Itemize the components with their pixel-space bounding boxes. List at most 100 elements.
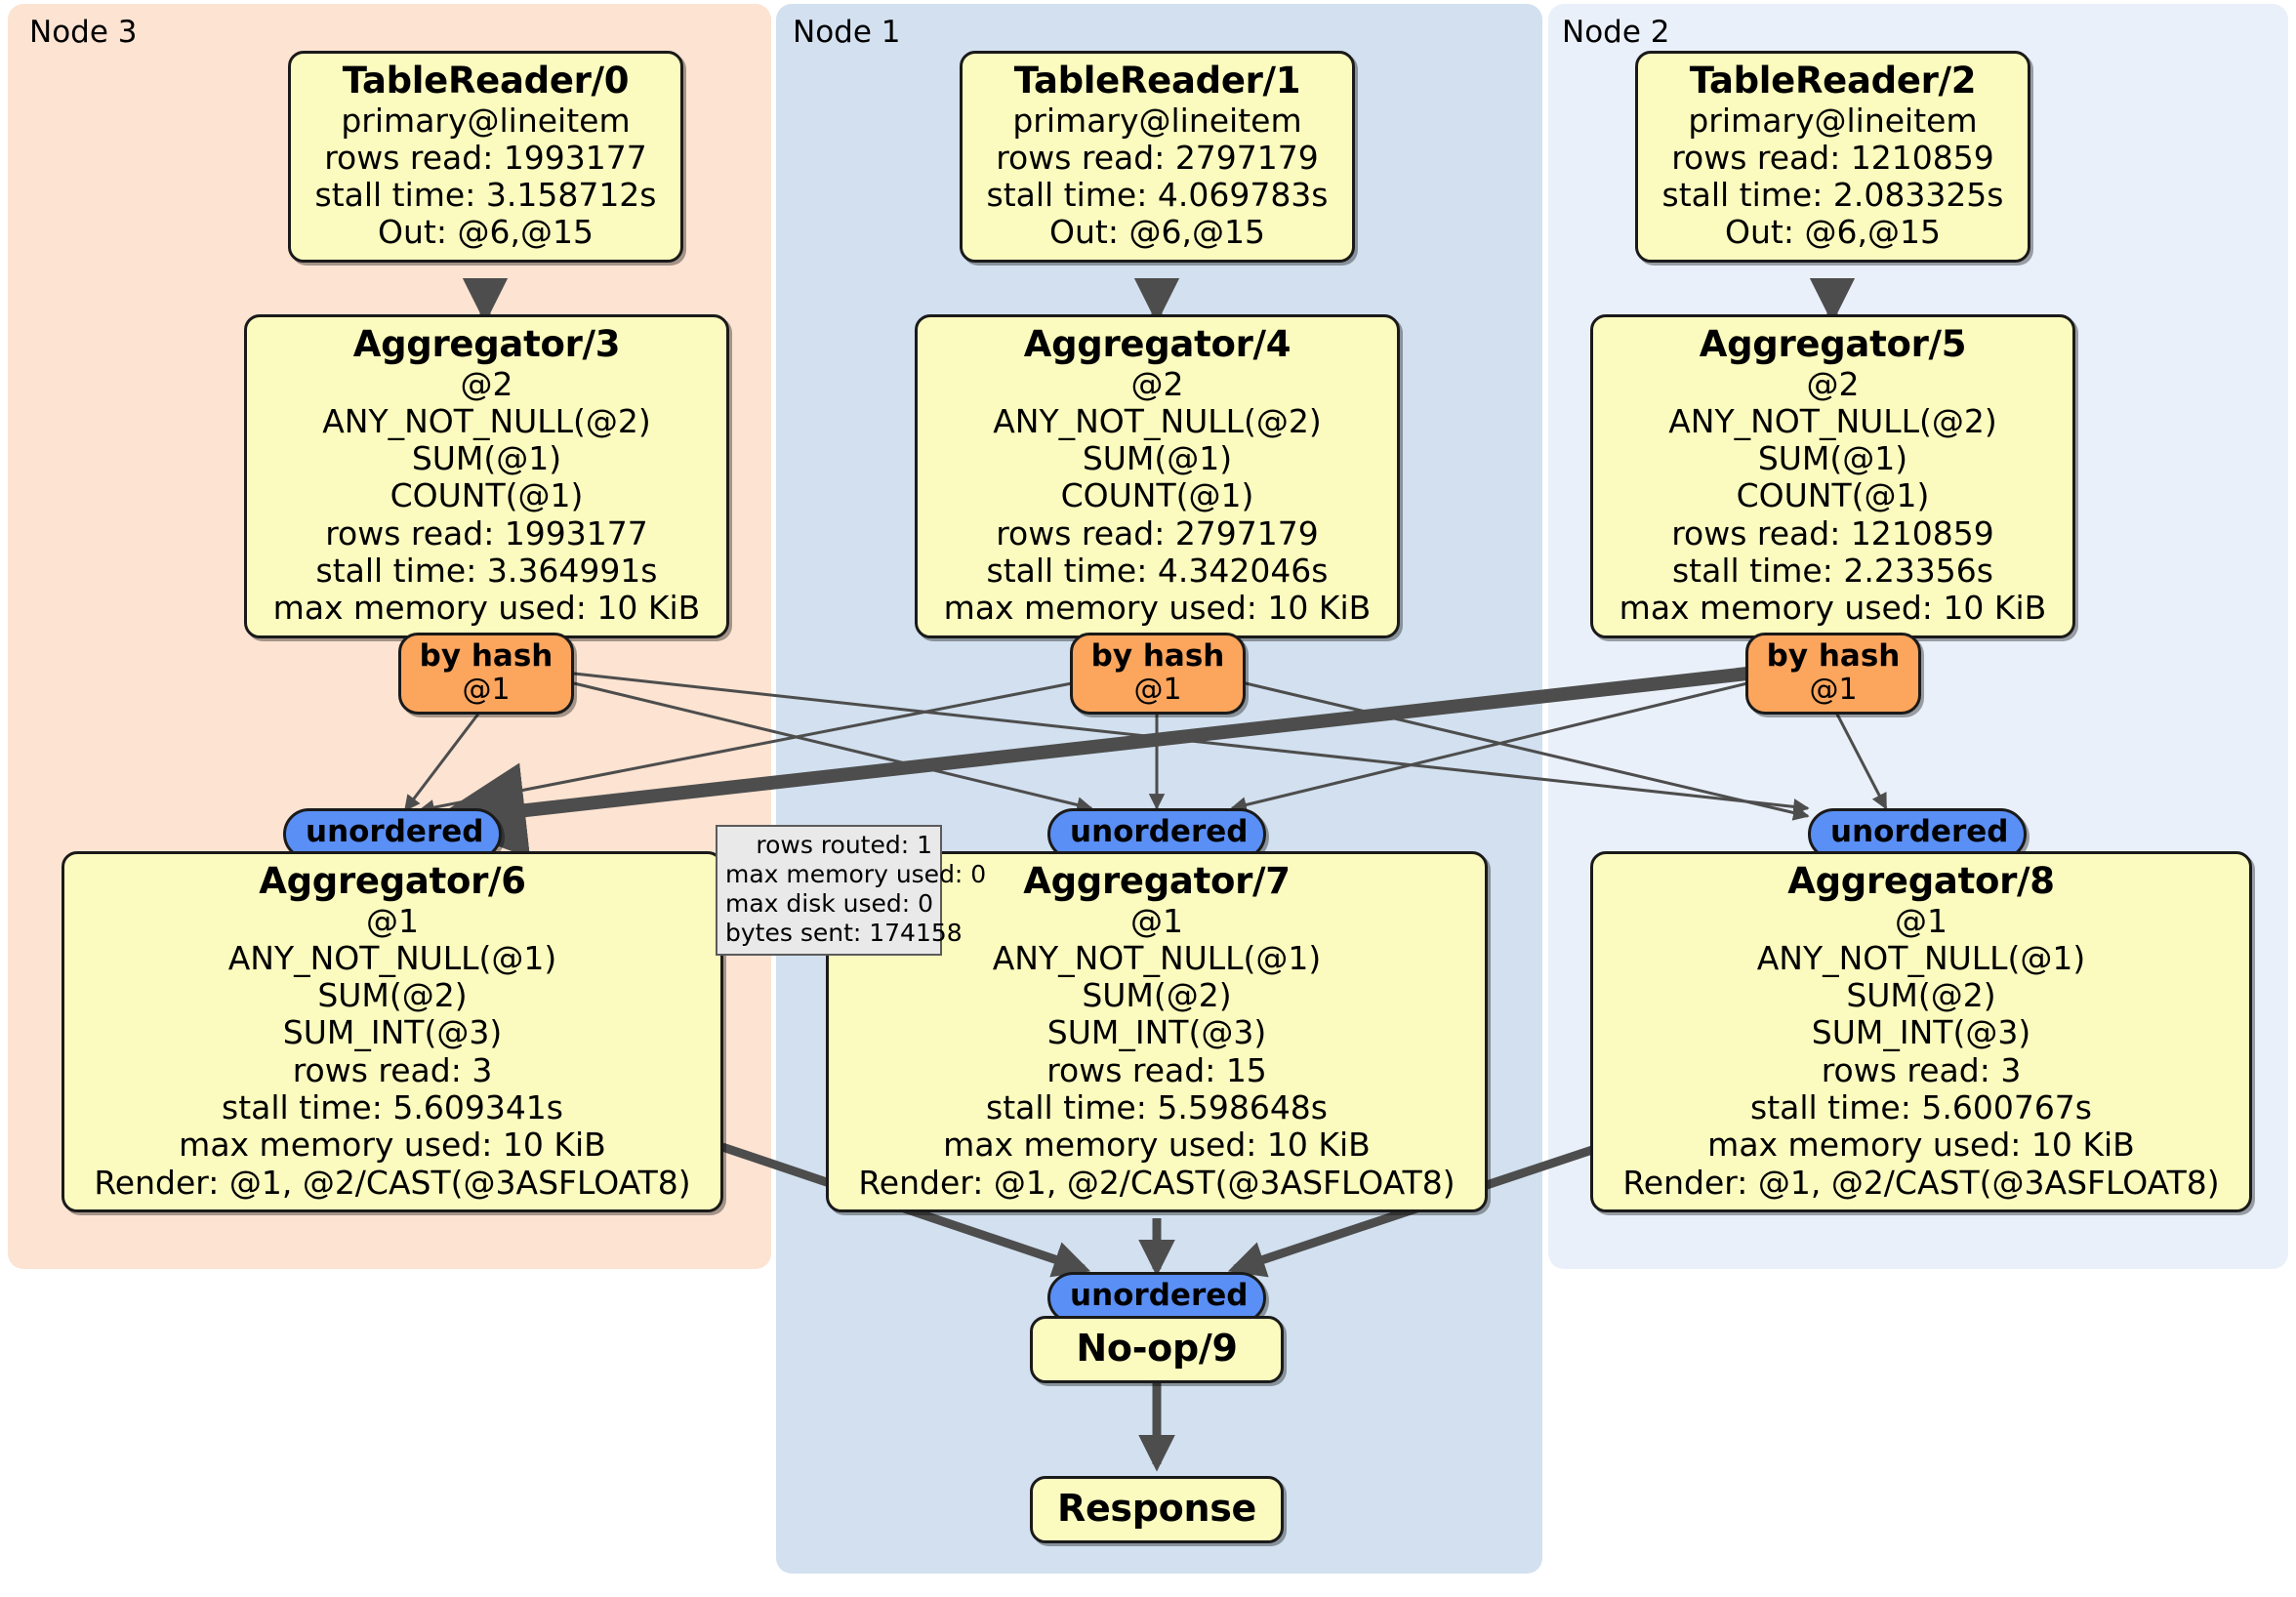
node-detail-line: SUM(@2) bbox=[1846, 976, 1996, 1015]
node-detail-line: ANY_NOT_NULL(@2) bbox=[322, 401, 651, 440]
receiver-label: unordered bbox=[1070, 1278, 1249, 1313]
node-response[interactable]: Response bbox=[1030, 1476, 1284, 1543]
router-label: by hash bbox=[419, 638, 554, 674]
node-detail-line: @1 bbox=[1130, 901, 1183, 940]
node-detail-line: Render: @1, @2/CAST(@3ASFLOAT8) bbox=[94, 1163, 691, 1202]
node-detail-line: rows read: 15 bbox=[1046, 1050, 1267, 1089]
node-detail-line: @2 bbox=[1806, 364, 1860, 403]
node-detail-line: rows read: 3 bbox=[1821, 1050, 2022, 1089]
stats-line: rows routed: 1 bbox=[756, 831, 932, 859]
router-by-hash-right[interactable]: by hash @1 bbox=[1745, 633, 1921, 716]
node-aggregator-3[interactable]: Aggregator/3 @2 ANY_NOT_NULL(@2) SUM(@1)… bbox=[244, 314, 729, 638]
node-detail-line: max memory used: 10 KiB bbox=[943, 589, 1372, 628]
node-title: TableReader/2 bbox=[1689, 60, 1977, 102]
node-title: Aggregator/3 bbox=[352, 323, 621, 365]
node-aggregator-7[interactable]: Aggregator/7 @1 ANY_NOT_NULL(@1) SUM(@2)… bbox=[826, 851, 1488, 1212]
node-title: Response bbox=[1056, 1487, 1256, 1530]
receiver-unordered-final[interactable]: unordered bbox=[1047, 1272, 1266, 1324]
node-detail-line: max memory used: 10 KiB bbox=[1707, 1126, 2135, 1165]
node-detail-line: max memory used: 10 KiB bbox=[1619, 589, 2047, 628]
node-detail-line: max memory used: 10 KiB bbox=[943, 1126, 1371, 1165]
stats-line: max disk used: 0 bbox=[725, 889, 934, 918]
node-title: Aggregator/8 bbox=[1787, 860, 2055, 902]
node-aggregator-6[interactable]: Aggregator/6 @1 ANY_NOT_NULL(@1) SUM(@2)… bbox=[62, 851, 723, 1212]
node-detail-line: SUM(@1) bbox=[411, 439, 562, 478]
node-detail-line: stall time: 4.342046s bbox=[986, 551, 1329, 590]
node-detail-line: SUM_INT(@3) bbox=[1046, 1013, 1267, 1052]
node-detail-line: ANY_NOT_NULL(@2) bbox=[1668, 401, 1997, 440]
router-column: @1 bbox=[462, 672, 511, 707]
node-detail-line: rows read: 1993177 bbox=[324, 138, 647, 177]
node-detail-line: stall time: 4.069783s bbox=[986, 176, 1329, 215]
node-detail-line: primary@lineitem bbox=[1012, 101, 1302, 140]
receiver-unordered-right[interactable]: unordered bbox=[1808, 808, 2027, 860]
node-detail-line: primary@lineitem bbox=[341, 101, 631, 140]
node-detail-line: stall time: 3.158712s bbox=[314, 176, 657, 215]
node-detail-line: COUNT(@1) bbox=[390, 476, 584, 515]
node-detail-line: @1 bbox=[366, 901, 419, 940]
node-title: Aggregator/6 bbox=[259, 860, 526, 902]
node-detail-line: @1 bbox=[1895, 901, 1948, 940]
receiver-label: unordered bbox=[1070, 814, 1249, 849]
node-title: No-op/9 bbox=[1076, 1327, 1238, 1370]
router-label: by hash bbox=[1090, 638, 1225, 674]
router-column: @1 bbox=[1133, 672, 1182, 707]
node-title: Aggregator/7 bbox=[1023, 860, 1291, 902]
node-detail-line: COUNT(@1) bbox=[1736, 476, 1930, 515]
stats-line: max memory used: 0 bbox=[725, 860, 987, 888]
node-detail-line: SUM(@2) bbox=[1082, 976, 1232, 1015]
node-detail-line: rows read: 1993177 bbox=[325, 513, 648, 553]
node-detail-line: stall time: 2.23356s bbox=[1671, 551, 1993, 590]
node-detail-line: stall time: 5.598648s bbox=[986, 1087, 1328, 1126]
node-detail-line: ANY_NOT_NULL(@2) bbox=[993, 401, 1322, 440]
cluster-label-node-3: Node 3 bbox=[29, 15, 138, 50]
node-tablereader-1[interactable]: TableReader/1 primary@lineitem rows read… bbox=[960, 51, 1355, 263]
node-detail-line: SUM(@2) bbox=[317, 976, 468, 1015]
node-detail-line: Render: @1, @2/CAST(@3ASFLOAT8) bbox=[1622, 1163, 2220, 1202]
node-tablereader-2[interactable]: TableReader/2 primary@lineitem rows read… bbox=[1635, 51, 2030, 263]
router-column: @1 bbox=[1809, 672, 1858, 707]
node-detail-line: max memory used: 10 KiB bbox=[179, 1126, 606, 1165]
node-aggregator-5[interactable]: Aggregator/5 @2 ANY_NOT_NULL(@2) SUM(@1)… bbox=[1590, 314, 2075, 638]
node-detail-line: SUM_INT(@3) bbox=[1811, 1013, 2031, 1052]
stats-line: bytes sent: 174158 bbox=[725, 919, 963, 947]
node-detail-line: rows read: 1210859 bbox=[1671, 513, 1994, 553]
node-detail-line: ANY_NOT_NULL(@1) bbox=[992, 938, 1322, 977]
node-detail-line: rows read: 3 bbox=[292, 1050, 493, 1089]
node-detail-line: SUM_INT(@3) bbox=[282, 1013, 503, 1052]
node-title: Aggregator/4 bbox=[1023, 323, 1292, 365]
node-detail-line: ANY_NOT_NULL(@1) bbox=[227, 938, 557, 977]
node-tablereader-0[interactable]: TableReader/0 primary@lineitem rows read… bbox=[288, 51, 683, 263]
node-detail-line: stall time: 3.364991s bbox=[315, 551, 658, 590]
node-detail-line: max memory used: 10 KiB bbox=[272, 589, 701, 628]
stream-stats-box: rows routed: 1 max memory used: 0 max di… bbox=[716, 825, 987, 956]
node-detail-line: Out: @6,@15 bbox=[1725, 213, 1941, 252]
node-detail-line: stall time: 2.083325s bbox=[1661, 176, 2004, 215]
node-aggregator-4[interactable]: Aggregator/4 @2 ANY_NOT_NULL(@2) SUM(@1)… bbox=[915, 314, 1400, 638]
node-aggregator-8[interactable]: Aggregator/8 @1 ANY_NOT_NULL(@1) SUM(@2)… bbox=[1590, 851, 2252, 1212]
receiver-unordered-mid[interactable]: unordered bbox=[1047, 808, 1266, 860]
node-detail-line: @2 bbox=[460, 364, 513, 403]
node-detail-line: SUM(@1) bbox=[1082, 439, 1233, 478]
node-title: Aggregator/5 bbox=[1699, 323, 1967, 365]
node-detail-line: COUNT(@1) bbox=[1060, 476, 1254, 515]
node-detail-line: stall time: 5.609341s bbox=[222, 1087, 563, 1126]
router-by-hash-mid[interactable]: by hash @1 bbox=[1070, 633, 1246, 716]
node-detail-line: rows read: 1210859 bbox=[1671, 138, 1994, 177]
cluster-label-node-1: Node 1 bbox=[793, 15, 901, 50]
node-title: TableReader/0 bbox=[342, 60, 630, 102]
router-by-hash-left[interactable]: by hash @1 bbox=[398, 633, 574, 716]
router-label: by hash bbox=[1766, 638, 1901, 674]
node-no-op-9[interactable]: No-op/9 bbox=[1030, 1316, 1284, 1383]
node-detail-line: ANY_NOT_NULL(@1) bbox=[1756, 938, 2086, 977]
node-detail-line: rows read: 2797179 bbox=[996, 513, 1319, 553]
receiver-label: unordered bbox=[306, 814, 484, 849]
node-detail-line: Out: @6,@15 bbox=[378, 213, 594, 252]
node-detail-line: SUM(@1) bbox=[1757, 439, 1908, 478]
node-title: TableReader/1 bbox=[1013, 60, 1301, 102]
node-detail-line: Out: @6,@15 bbox=[1049, 213, 1265, 252]
node-detail-line: stall time: 5.600767s bbox=[1750, 1087, 2092, 1126]
receiver-label: unordered bbox=[1830, 814, 2009, 849]
node-detail-line: @2 bbox=[1130, 364, 1184, 403]
